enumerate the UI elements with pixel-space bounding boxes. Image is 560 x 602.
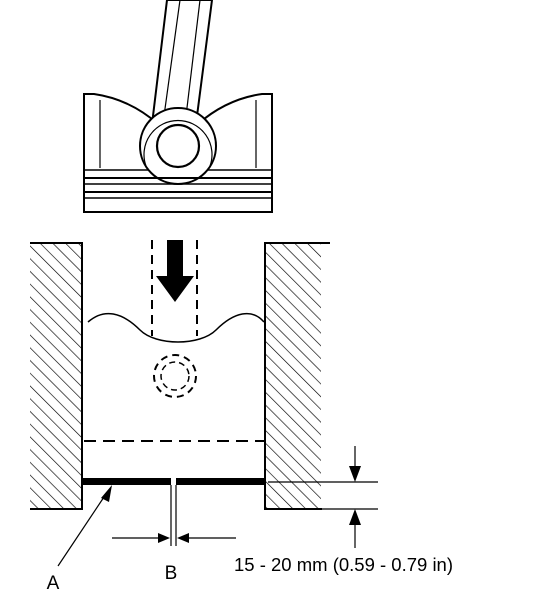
piston-ring — [83, 478, 264, 546]
piston-rings — [84, 177, 272, 199]
ring-gap-dimension — [112, 533, 236, 543]
piston-pin — [155, 123, 201, 169]
push-down-arrow — [156, 240, 194, 302]
leader-a — [57, 485, 112, 567]
label-a: A — [47, 573, 60, 594]
measurement-label: 15 - 20 mm (0.59 - 0.79 in) — [234, 554, 453, 575]
connecting-rod — [151, 0, 214, 117]
piston-in-bore-outline — [84, 240, 265, 442]
cylinder-wall-left — [30, 242, 83, 510]
piston-assembly — [83, 0, 273, 213]
depth-dimension — [268, 446, 378, 548]
cylinder-wall-right — [264, 242, 330, 510]
label-b: B — [165, 563, 178, 584]
